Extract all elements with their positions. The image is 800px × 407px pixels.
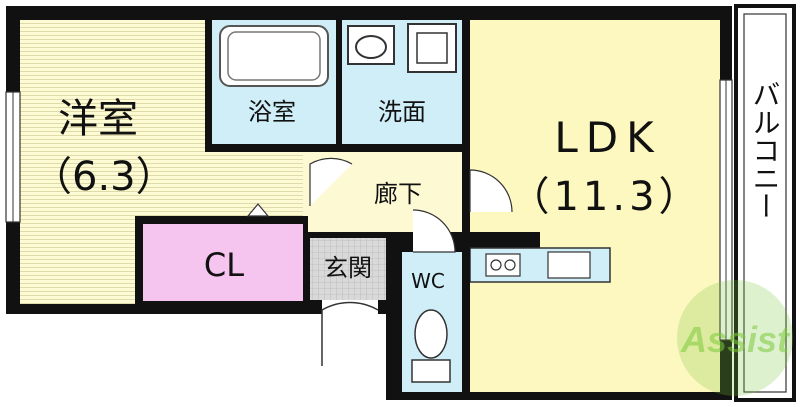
stove-icon	[485, 253, 521, 277]
ldk-label: LDK	[554, 113, 661, 162]
wall-ldk-left	[462, 20, 470, 160]
wall-western-right	[205, 20, 212, 152]
hallway-door-swing	[309, 157, 353, 206]
kitchen-partition	[470, 232, 540, 248]
entrance-floor	[310, 238, 386, 300]
washing-machine-icon	[407, 23, 457, 73]
ldk-door-swing	[469, 169, 513, 213]
wall-bath-wash	[336, 20, 342, 148]
toilet-tank-icon	[411, 359, 451, 383]
entrance-label: 玄関	[324, 254, 372, 282]
closet-door-marker	[246, 203, 270, 217]
bathtub-inner	[227, 31, 321, 81]
watermark-text: Assist	[680, 319, 791, 360]
watermark-logo	[677, 280, 793, 396]
western-room-floor-lower	[205, 152, 303, 216]
western-room-size: （6.3）	[32, 154, 176, 200]
washroom-label: 洗面	[378, 98, 426, 126]
bathroom-label: 浴室	[248, 98, 296, 126]
toilet-label: WC	[411, 269, 445, 293]
toilet-door-swing	[412, 209, 456, 253]
bathtub-icon	[219, 25, 329, 87]
balcony-label: バルコニー	[749, 80, 782, 220]
kitchen-sink-icon	[547, 251, 591, 279]
washing-machine-drain	[416, 32, 448, 64]
sink-basin	[355, 35, 387, 59]
burner-right-icon	[504, 259, 516, 271]
closet-label: CL	[204, 246, 244, 284]
balcony-inner	[743, 13, 787, 393]
western-room-label: 洋室	[58, 96, 138, 142]
burner-left-icon	[490, 259, 502, 271]
toilet-bowl-icon	[414, 309, 448, 359]
wall-under-bath	[205, 144, 470, 152]
ldk-size: （11.3）	[509, 174, 702, 220]
hallway-label: 廊下	[374, 180, 422, 208]
closet-floor	[143, 224, 303, 301]
entrance-door-swing	[321, 301, 379, 366]
